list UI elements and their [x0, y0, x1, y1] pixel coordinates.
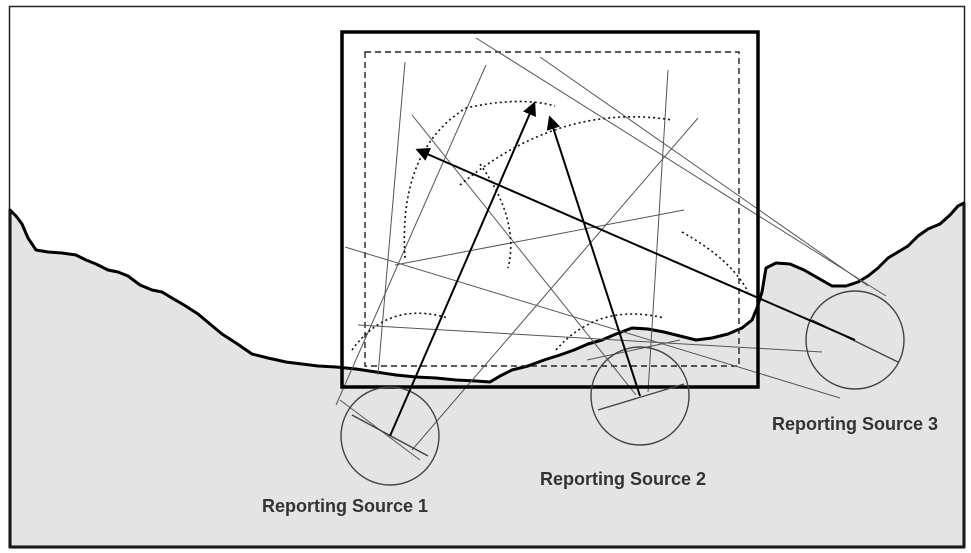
direction-arrows: [389, 101, 856, 437]
label-reporting-source-2: Reporting Source 2: [540, 469, 706, 489]
label-reporting-source-3: Reporting Source 3: [772, 414, 938, 434]
arrow-source-1: [389, 101, 536, 437]
arrow-source-2: [546, 115, 641, 397]
terrain-frame-cover: [9, 203, 965, 548]
arrow-source-3: [415, 148, 856, 341]
dashed-coverage-area: [364, 51, 740, 367]
coverage-box: [340, 30, 760, 389]
source-2-circle: [590, 346, 690, 446]
label-reporting-source-1: Reporting Source 1: [262, 496, 428, 516]
terrain-area: [8, 201, 966, 549]
